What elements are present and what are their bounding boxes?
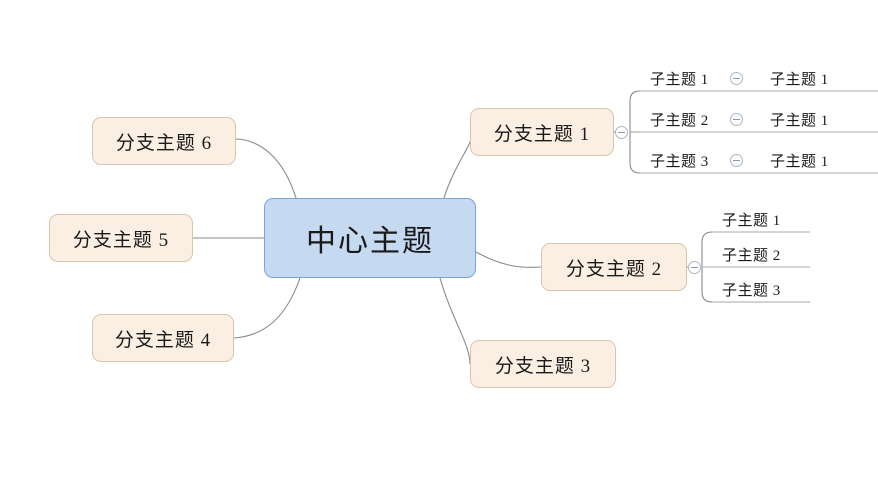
branch-topic-5-label: 分支主题 5 <box>72 229 170 251</box>
subtopic-top-2-secondary[interactable]: 子主题 1 <box>770 109 878 131</box>
edge-center-branch6 <box>235 138 297 199</box>
collapse-minus-icon-branch2[interactable] <box>688 261 701 274</box>
branch-topic-4[interactable]: 分支主题 4 <box>92 314 234 362</box>
edge-center-branch2 <box>475 251 542 268</box>
branch-topic-3[interactable]: 分支主题 3 <box>470 340 616 388</box>
collapse-minus-icon-top-row1[interactable] <box>730 72 743 85</box>
central-topic-label: 中心主题 <box>306 225 434 258</box>
subtopic-top-3-secondary[interactable]: 子主题 1 <box>770 150 878 172</box>
subtopic-top-3-secondary-label: 子主题 1 <box>770 153 829 170</box>
subtopic-bottom-1[interactable]: 子主题 1 <box>722 209 822 231</box>
subtopic-top-2-primary-label: 子主题 2 <box>650 112 709 129</box>
branch-topic-2[interactable]: 分支主题 2 <box>541 243 687 291</box>
branch-topic-3-label: 分支主题 3 <box>494 355 592 377</box>
collapse-minus-icon-branch1[interactable] <box>615 126 628 139</box>
subtopic-top-1-primary[interactable]: 子主题 1 <box>650 68 760 90</box>
subtopic-top-1-secondary[interactable]: 子主题 1 <box>770 68 878 90</box>
edge-center-branch4 <box>233 277 301 339</box>
subtopic-top-3-primary[interactable]: 子主题 3 <box>650 150 760 172</box>
collapse-minus-icon-top-row3[interactable] <box>730 154 743 167</box>
subtopic-top-2-primary[interactable]: 子主题 2 <box>650 109 760 131</box>
edge-center-branch1 <box>443 131 473 199</box>
branch-topic-6-label: 分支主题 6 <box>115 132 213 154</box>
subtopic-top-1-primary-label: 子主题 1 <box>650 71 709 88</box>
subtopic-top-1-secondary-label: 子主题 1 <box>770 71 829 88</box>
subtopic-bottom-2[interactable]: 子主题 2 <box>722 244 822 266</box>
subtopic-top-3-primary-label: 子主题 3 <box>650 153 709 170</box>
branch-topic-1[interactable]: 分支主题 1 <box>470 108 614 156</box>
branch-topic-5[interactable]: 分支主题 5 <box>49 214 193 262</box>
subtopic-top-2-secondary-label: 子主题 1 <box>770 112 829 129</box>
branch-topic-1-label: 分支主题 1 <box>493 123 591 145</box>
collapse-minus-icon-top-row2[interactable] <box>730 113 743 126</box>
subtopic-bottom-3[interactable]: 子主题 3 <box>722 279 822 301</box>
branch-topic-6[interactable]: 分支主题 6 <box>92 117 236 165</box>
branch-topic-2-label: 分支主题 2 <box>565 258 663 280</box>
edge-center-branch3 <box>439 277 471 365</box>
branch-topic-4-label: 分支主题 4 <box>114 329 212 351</box>
subtopic-bottom-3-label: 子主题 3 <box>722 282 781 299</box>
subtopic-bottom-1-label: 子主题 1 <box>722 212 781 229</box>
subtopic-bottom-2-label: 子主题 2 <box>722 247 781 264</box>
central-topic-node[interactable]: 中心主题 <box>264 198 476 278</box>
